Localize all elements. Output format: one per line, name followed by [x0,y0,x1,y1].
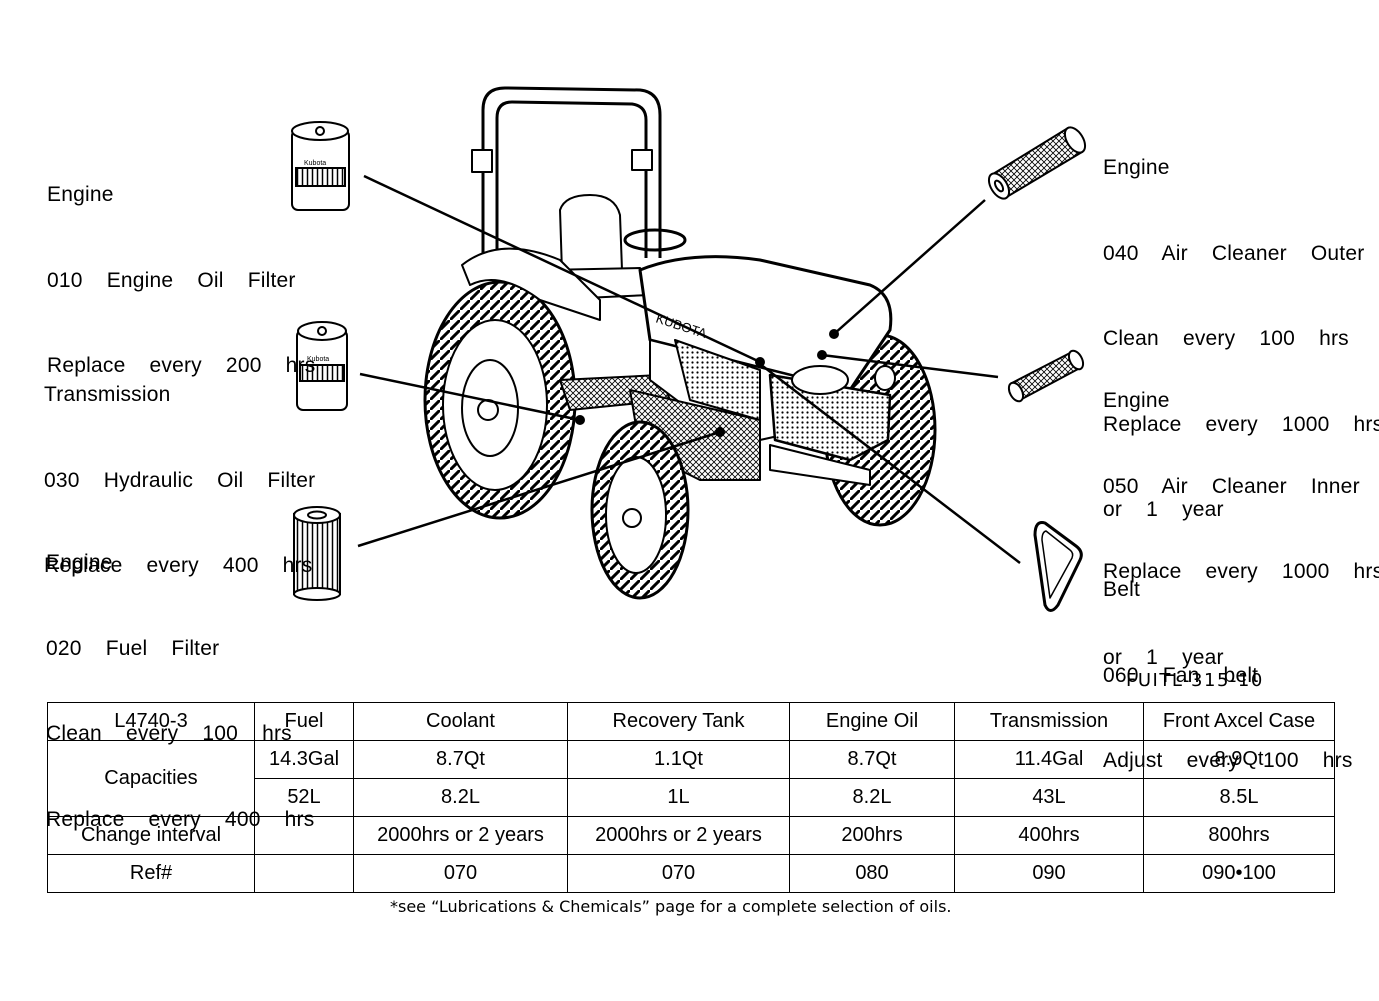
table-cell: 8.2L [789,778,955,817]
table-cell: 070 [353,854,568,893]
callout-air-cleaner-inner: Engine 050 Air Cleaner Inner Replace eve… [1103,330,1379,701]
table-cell [254,816,354,855]
table-cell: 8.9Qt [1143,740,1335,779]
table-row: Capacities 14.3Gal 8.7Qt 1.1Qt 8.7Qt 11.… [47,740,1335,817]
callout-engine-oil-filter: Engine 010 Engine Oil Filter Replace eve… [47,124,315,409]
tractor-illustration: KUBOTA [423,86,937,600]
front-right-wheel [590,420,690,600]
callout-line: Replace every 1000 hrs [1103,412,1379,436]
hydraulic-oil-filter-icon: Kubota [296,321,348,411]
rear-left-wheel [423,280,577,520]
table-header-cell: Coolant [353,702,568,741]
callout-line: or 1 year [1103,498,1224,521]
table-cell: 8.7Qt [353,740,568,779]
table-cell: 2000hrs or 2 years [353,816,568,855]
table-cell: 070 [567,854,790,893]
table-row-label: Ref# [47,854,255,893]
table-cell: 8.2L [353,778,568,817]
callout-category: Engine [1103,389,1170,412]
callout-line: Replace every 400 hrs [44,554,313,577]
table-header-cell: Front Axcel Case [1143,702,1335,741]
table-cell: 080 [789,854,955,893]
air-cleaner-outer-icon [987,126,1087,200]
footnote: *see “Lubrications & Chemicals” page for… [390,897,952,916]
callout-category: Engine [1103,156,1170,179]
callout-part: 020 Fuel Filter [46,636,220,660]
figure-code: FUITL-315-10 [1126,670,1264,691]
table-cell: 800hrs [1143,816,1335,855]
table-row: 52L 8.2L 1L 8.2L 43L 8.5L [48,778,1335,817]
callout-air-cleaner-outer: Engine 040 Air Cleaner Outer Clean every… [1103,97,1379,553]
table-row: Change interval 2000hrs or 2 years 2000h… [47,816,1335,855]
rear-fender [461,247,601,321]
table-cell: 2000hrs or 2 years [567,816,790,855]
leader-lines [357,174,1021,564]
callout-category: Engine [46,551,113,574]
callout-line: Replace every 200 hrs [47,354,316,377]
steering-wheel [623,228,687,252]
air-cleaner-inner-icon [1007,349,1085,403]
table-cell: 43L [954,778,1144,817]
callout-part: 010 Engine Oil Filter [47,268,296,292]
callout-line: Replace every 1000 hrs [1103,560,1379,583]
callout-category: Engine [47,183,114,206]
fuel-filter-icon [293,506,341,601]
callout-part: 060 Fan belt [1103,663,1259,687]
table-cell [254,854,354,893]
table-cell: 52L [254,778,354,817]
capacities-table: L4740-3 Fuel Coolant Recovery Tank Engin… [47,702,1335,893]
table-header-cell: Recovery Tank [567,702,790,741]
callout-part: 050 Air Cleaner Inner [1103,474,1360,498]
table-cell: 1.1Qt [567,740,790,779]
fan-belt-icon [1033,521,1083,612]
table-header-cell: Transmission [954,702,1144,741]
table-cell: 090 [954,854,1144,893]
callout-part: 040 Air Cleaner Outer [1103,241,1365,265]
table-cell: 1L [567,778,790,817]
svg-text:Kubota: Kubota [304,160,326,167]
table-cell: 400hrs [954,816,1144,855]
table-row-label: Capacities [47,740,255,817]
table-cell: 8.5L [1143,778,1335,817]
rops-frame [481,86,662,280]
seat [559,194,623,273]
table-cell: 11.4Gal [954,740,1144,779]
callout-category: Belt [1103,578,1140,601]
table-cell: 14.3Gal [254,740,354,779]
engine-oil-filter-icon: Kubota [291,121,350,211]
svg-text:Kubota: Kubota [307,356,329,363]
callout-hydraulic-oil-filter: Transmission 030 Hydraulic Oil Filter Re… [44,324,315,609]
table-cell: 090•100 [1143,854,1335,893]
table-cell: 200hrs [789,816,955,855]
table-model-cell: L4740-3 [47,702,255,741]
callout-line: or 1 year [1103,645,1224,669]
table-row-label: Change interval [47,816,255,855]
callout-category: Transmission [44,383,171,406]
callout-line: Clean every 100 hrs [1103,327,1349,350]
table-header-cell: Fuel [254,702,354,741]
table-header-cell: Engine Oil [789,702,955,741]
callout-part: 030 Hydraulic Oil Filter [44,468,316,492]
table-cell: 8.7Qt [789,740,955,779]
table-header-row: L4740-3 Fuel Coolant Recovery Tank Engin… [47,702,1335,741]
table-row: Ref# 070 070 080 090 090•100 [47,854,1335,893]
